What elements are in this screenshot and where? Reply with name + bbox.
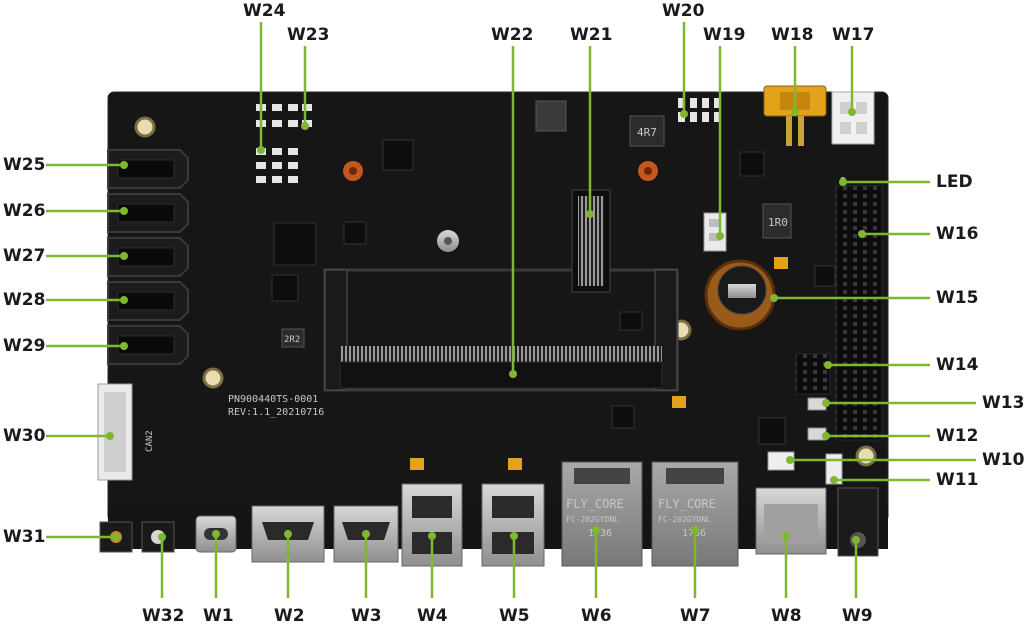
label-w27: W27 [3, 246, 46, 266]
label-w15: W15 [936, 288, 979, 308]
label-w21: W21 [570, 25, 613, 45]
ic-chip [758, 417, 786, 445]
label-w17: W17 [832, 25, 875, 45]
label-w32: W32 [142, 606, 185, 626]
ic-chip [343, 221, 367, 245]
part-number: PN900440TS-0001 [228, 394, 318, 405]
eth-brand: FLY_CORE [658, 497, 716, 511]
capacitor-yellow [508, 458, 522, 470]
ic-chip [619, 311, 643, 331]
label-w13: W13 [982, 393, 1024, 413]
label-w19: W19 [703, 25, 746, 45]
label-w29: W29 [3, 336, 46, 356]
screw [444, 237, 452, 245]
inductor-label: 4R7 [637, 126, 657, 139]
standoff-orange [349, 167, 357, 175]
ic-chip [271, 274, 299, 302]
ic-chip [382, 139, 414, 171]
capacitor-yellow [774, 257, 788, 269]
ic-chip [739, 151, 765, 177]
label-w23: W23 [287, 25, 330, 45]
label-w11: W11 [936, 470, 979, 490]
label-w24: W24 [243, 1, 286, 21]
label-w9: W9 [842, 606, 873, 626]
capacitor-yellow [410, 458, 424, 470]
label-w16: W16 [936, 224, 979, 244]
label-w4: W4 [417, 606, 448, 626]
inductor [281, 328, 305, 348]
label-led: LED [936, 172, 973, 192]
label-w26: W26 [3, 201, 46, 221]
label-w7: W7 [680, 606, 711, 626]
eth-model: FC-202GYDNL [566, 515, 619, 524]
sata-port-inner [117, 159, 175, 355]
label-w10: W10 [982, 450, 1024, 470]
label-w12: W12 [936, 426, 979, 446]
jst-connector-w19 [703, 212, 727, 252]
ic-chip [814, 265, 836, 287]
label-w14: W14 [936, 355, 979, 375]
gpio-header [835, 185, 883, 441]
inductor [762, 203, 792, 239]
ic-chip [273, 222, 317, 266]
inductor-label: 2R2 [284, 335, 300, 345]
leader-lines [46, 22, 976, 598]
label-w22: W22 [491, 25, 534, 45]
label-w31: W31 [3, 527, 46, 547]
audio-jack-w9 [837, 487, 879, 557]
label-w8: W8 [771, 606, 802, 626]
label-w25: W25 [3, 155, 46, 175]
label-w20: W20 [662, 1, 705, 21]
label-w5: W5 [499, 606, 530, 626]
eth-model: FC-202GYDNL [658, 515, 711, 524]
label-w30: W30 [3, 426, 46, 446]
standoff-orange [644, 167, 652, 175]
label-w18: W18 [771, 25, 814, 45]
label-w28: W28 [3, 290, 46, 310]
eth-code: 1736 [588, 528, 612, 539]
inductor [629, 115, 665, 147]
label-w6: W6 [581, 606, 612, 626]
sodimm-base [339, 361, 663, 389]
sodimm-pins [340, 346, 662, 362]
eth-brand: FLY_CORE [566, 497, 624, 511]
label-w1: W1 [203, 606, 234, 626]
ic-chip [611, 405, 635, 429]
revision: REV:1.1_20210716 [228, 407, 324, 418]
capacitor-yellow [672, 396, 686, 408]
mount-hole [134, 116, 156, 138]
mount-hole [202, 367, 224, 389]
label-w2: W2 [274, 606, 305, 626]
inductor [535, 100, 567, 132]
can-label: CAN2 [145, 430, 155, 452]
pin-header-w14 [795, 353, 831, 395]
inductor-label: 1R0 [768, 216, 788, 229]
label-w3: W3 [351, 606, 382, 626]
mount-hole [855, 445, 877, 467]
